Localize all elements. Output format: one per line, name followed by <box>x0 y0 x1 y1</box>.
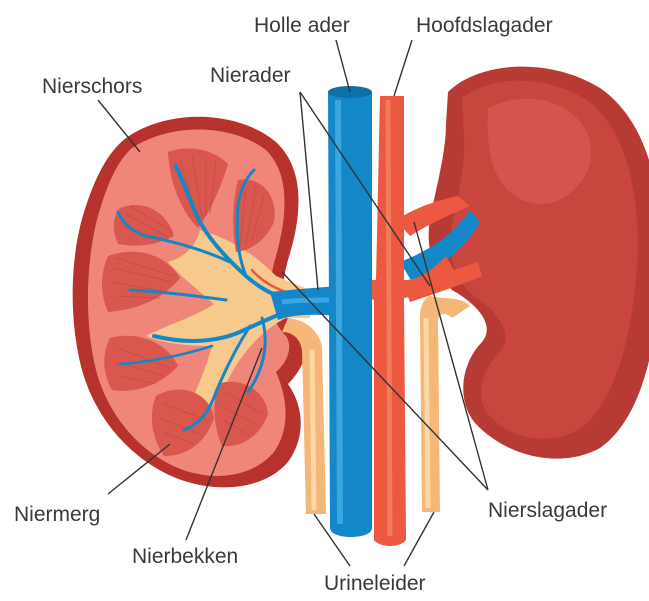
vena-cava-icon <box>328 86 372 537</box>
leader-nierader-1 <box>300 92 318 290</box>
label-hoofdslagader: Hoofdslagader <box>416 14 553 37</box>
label-holle-ader: Holle ader <box>254 14 350 37</box>
leader-nierschors <box>98 100 140 152</box>
label-niermerg: Niermerg <box>14 503 100 526</box>
leader-holle-ader <box>336 40 350 92</box>
label-nierslagader: Nierslagader <box>488 499 607 522</box>
label-nierader: Nierader <box>210 64 291 87</box>
kidney-exterior-icon <box>429 67 649 459</box>
leader-urineleider-2 <box>404 512 434 566</box>
left-ureter-highlight <box>312 350 314 510</box>
right-ureter-highlight <box>426 318 428 508</box>
label-urineleider: Urineleider <box>324 572 426 595</box>
leader-hoofdslagader <box>394 40 412 96</box>
label-nierschors: Nierschors <box>42 75 142 98</box>
label-nierbekken: Nierbekken <box>132 545 238 568</box>
